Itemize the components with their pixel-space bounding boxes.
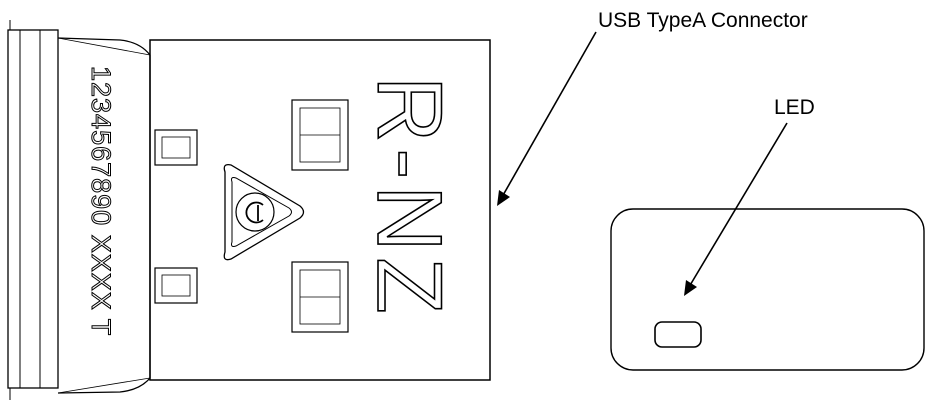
connector-window-bottom bbox=[291, 261, 349, 333]
led-callout: LED bbox=[684, 96, 815, 296]
compliance-mark-text: R-NZ bbox=[358, 76, 460, 320]
serial-number-text: 1234567890 XXXX T bbox=[86, 66, 116, 336]
connector-label: USB TypeA Connector bbox=[598, 9, 808, 32]
connector-callout: USB TypeA Connector bbox=[497, 9, 808, 206]
connector-arrowhead bbox=[497, 190, 510, 206]
rcm-compliance-logo-icon bbox=[223, 164, 305, 261]
dongle-side-view bbox=[610, 208, 925, 371]
dongle-top-view: 1234567890 XXXX T bbox=[7, 20, 491, 400]
led-indicator bbox=[654, 321, 702, 348]
dongle-body: 1234567890 XXXX T bbox=[57, 37, 151, 394]
usb-connector-plug: R-NZ bbox=[149, 39, 491, 381]
connector-window-top bbox=[291, 99, 349, 171]
led-arrowhead bbox=[684, 280, 697, 296]
led-label: LED bbox=[774, 96, 815, 119]
contact-tab-bottom bbox=[154, 267, 198, 304]
dongle-end-cap bbox=[7, 20, 59, 400]
contact-tab-top bbox=[154, 129, 198, 166]
